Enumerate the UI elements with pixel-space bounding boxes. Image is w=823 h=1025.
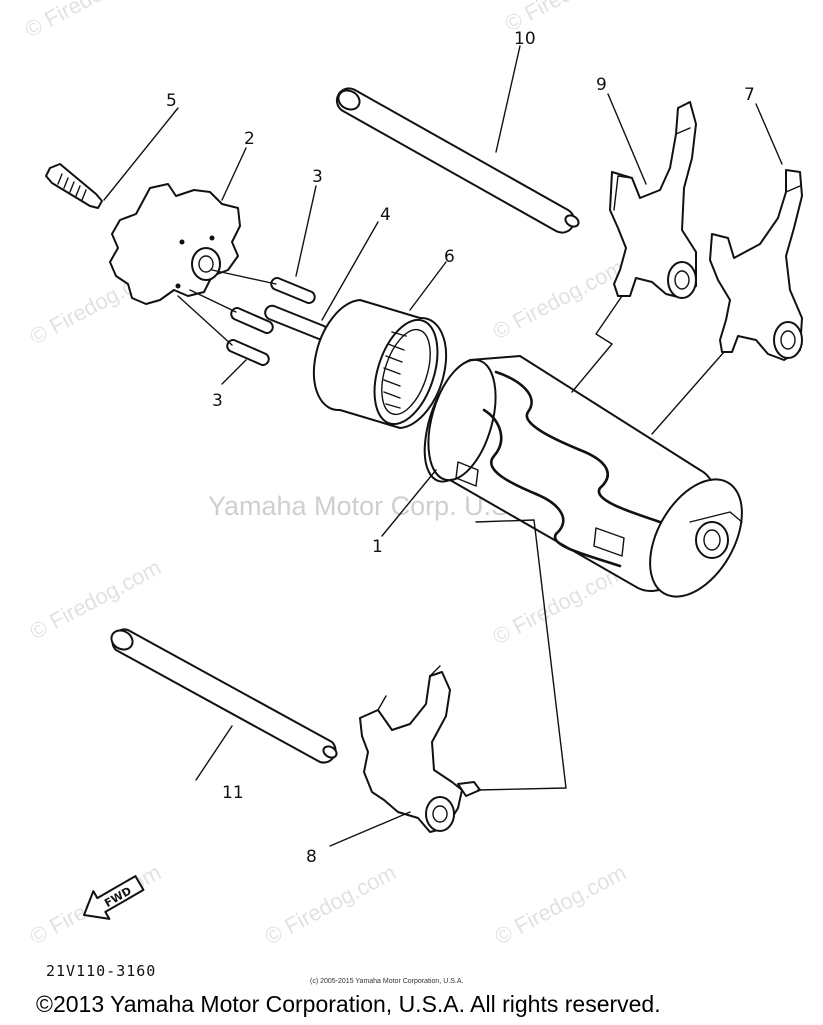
part-7-shift-fork bbox=[709, 169, 803, 361]
watermark-bottom-right: © Firedog.com bbox=[491, 859, 630, 949]
callout-11: 11 bbox=[222, 783, 244, 803]
part-8-shift-fork bbox=[359, 665, 481, 833]
watermark-lower-left: © Firedog.com bbox=[26, 554, 165, 644]
watermark-lower-right: © Firedog.com bbox=[489, 559, 628, 649]
part-3-pin-lower bbox=[226, 338, 270, 367]
watermark-top-left: © Firedog.com bbox=[21, 0, 160, 42]
callout-labels: 1 2 3 3 4 5 6 7 8 9 10 11 bbox=[166, 29, 755, 867]
small-copyright: (c) 2005-2015 Yamaha Motor Corporation, … bbox=[310, 978, 463, 985]
segment-guide-lines bbox=[177, 269, 277, 346]
leader-lines bbox=[103, 45, 783, 847]
part-5-bolt bbox=[45, 163, 103, 209]
part-3-pin-upper bbox=[270, 276, 316, 305]
callout-7: 7 bbox=[744, 85, 755, 105]
part-3-pin-mid bbox=[230, 306, 274, 335]
part-11-shift-fork-shaft bbox=[110, 628, 338, 764]
part-6-bearing bbox=[312, 299, 448, 429]
fwd-arrow: FWD bbox=[83, 875, 145, 920]
copyright-line: ©2013 Yamaha Motor Corporation, U.S.A. A… bbox=[36, 991, 661, 1017]
callout-9: 9 bbox=[596, 75, 607, 95]
part-2-segment bbox=[109, 183, 241, 305]
part-4-pin bbox=[264, 304, 329, 341]
callout-10: 10 bbox=[514, 29, 536, 49]
part-9-shift-fork bbox=[609, 101, 697, 299]
callout-3-bottom: 3 bbox=[212, 391, 223, 411]
callout-2: 2 bbox=[244, 129, 255, 149]
callout-8: 8 bbox=[306, 847, 317, 867]
diagram-part-code: 21V110-3160 bbox=[46, 962, 156, 980]
callout-4: 4 bbox=[380, 205, 391, 225]
callout-3-top: 3 bbox=[312, 167, 323, 187]
callout-1: 1 bbox=[372, 537, 383, 557]
part-1-shift-cam bbox=[423, 355, 743, 598]
callout-5: 5 bbox=[166, 91, 177, 111]
part-10-shift-fork-shaft bbox=[335, 87, 580, 234]
callout-6: 6 bbox=[444, 247, 455, 267]
watermark-right-mid: © Firedog.com bbox=[489, 254, 628, 344]
watermark-bottom-mid: © Firedog.com bbox=[261, 859, 400, 949]
